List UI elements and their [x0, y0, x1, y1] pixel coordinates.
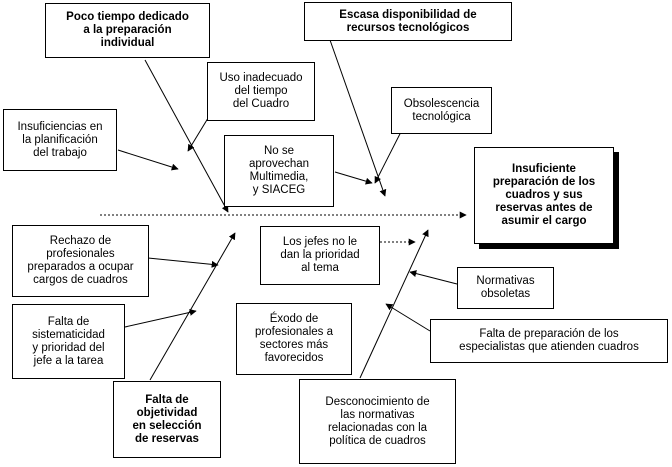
effect-box: Insuficiente preparación de los cuadros … — [474, 147, 614, 244]
cause-escasa-recursos: Escasa disponibilidad de recursos tecnol… — [304, 2, 512, 41]
cause-falta-sistematicidad: Falta de sistematicidad y prioridad del … — [12, 304, 125, 379]
rib-upper-right — [329, 39, 387, 197]
cause-exodo: Éxodo de profesionales a sectores más fa… — [236, 303, 352, 375]
rib-lower-left — [149, 232, 236, 381]
cause-poco-tiempo: Poco tiempo dedicado a la preparación in… — [45, 3, 210, 58]
cause-insuficiencias-planificacion: Insuficiencias en la planificación del t… — [3, 109, 117, 171]
cause-rechazo-profesionales: Rechazo de profesionales preparados a oc… — [12, 225, 149, 297]
cause-obsolescencia: Obsolescencia tecnológica — [391, 87, 492, 134]
cause-normativas-obsoletas: Normativas obsoletas — [457, 267, 554, 309]
cause-falta-preparacion-especialistas: Falta de preparación de los especialista… — [430, 319, 668, 363]
cause-desconocimiento: Desconocimiento de las normativas relaci… — [299, 379, 456, 464]
arrow-insuficiencias — [117, 149, 179, 171]
cause-jefes-prioridad: Los jefes no le dan la prioridad al tema — [260, 226, 380, 285]
arrow-no-multimedia — [334, 171, 373, 185]
rib-upper-left — [144, 59, 229, 213]
cause-falta-objetividad: Falta de objetividad en selección de res… — [113, 381, 221, 458]
arrow-rechazo — [147, 257, 219, 268]
cause-uso-inadecuado: Uso inadecuado del tiempo del Cuadro — [207, 62, 315, 121]
arrow-especialistas — [385, 303, 431, 332]
rib-lower-right — [359, 229, 429, 379]
arrow-normativas — [409, 270, 458, 285]
arrow-falta-sistematicidad — [124, 308, 197, 328]
cause-no-multimedia: No se aprovechan Multimedia, y SIACEG — [224, 135, 334, 207]
